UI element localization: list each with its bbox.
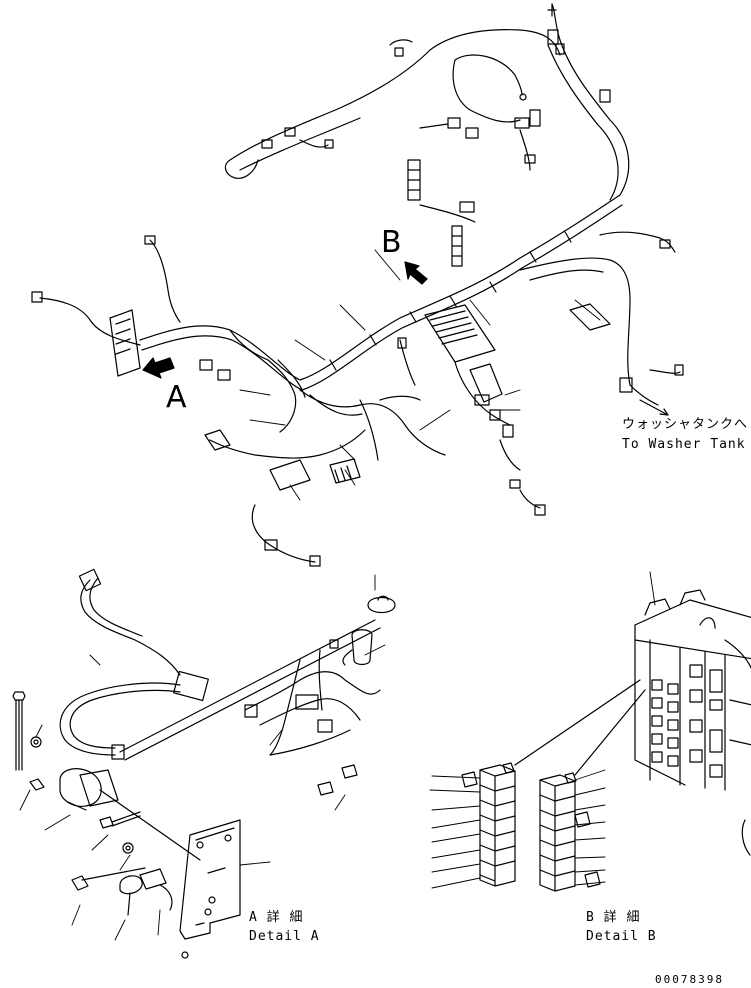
main-harness-trunk	[139, 3, 684, 416]
detail-a-drawing	[12, 568, 396, 959]
harness-connector-b	[407, 159, 476, 267]
detail-a-title-en: Detail A	[249, 929, 320, 944]
view-label-a: A	[166, 380, 187, 415]
detail-b-drawing	[429, 571, 751, 892]
view-arrow-a	[142, 357, 175, 379]
view-arrow-b	[404, 261, 428, 285]
fuse-box	[424, 304, 546, 516]
drawing-number: 00078398	[655, 973, 724, 986]
left-harness	[31, 235, 601, 567]
view-label-b: B	[381, 225, 402, 260]
detail-a-title-jp: A 詳 細	[249, 910, 304, 925]
detail-b-title-jp: B 詳 細	[586, 910, 641, 925]
washer-note-en: To Washer Tank	[622, 437, 746, 452]
detail-b-title-en: Detail B	[586, 929, 657, 944]
fuse-strip-left	[461, 762, 516, 887]
washer-note-jp: ウォッシャタンクへ	[622, 417, 749, 432]
fuse-strip-right	[539, 772, 601, 892]
